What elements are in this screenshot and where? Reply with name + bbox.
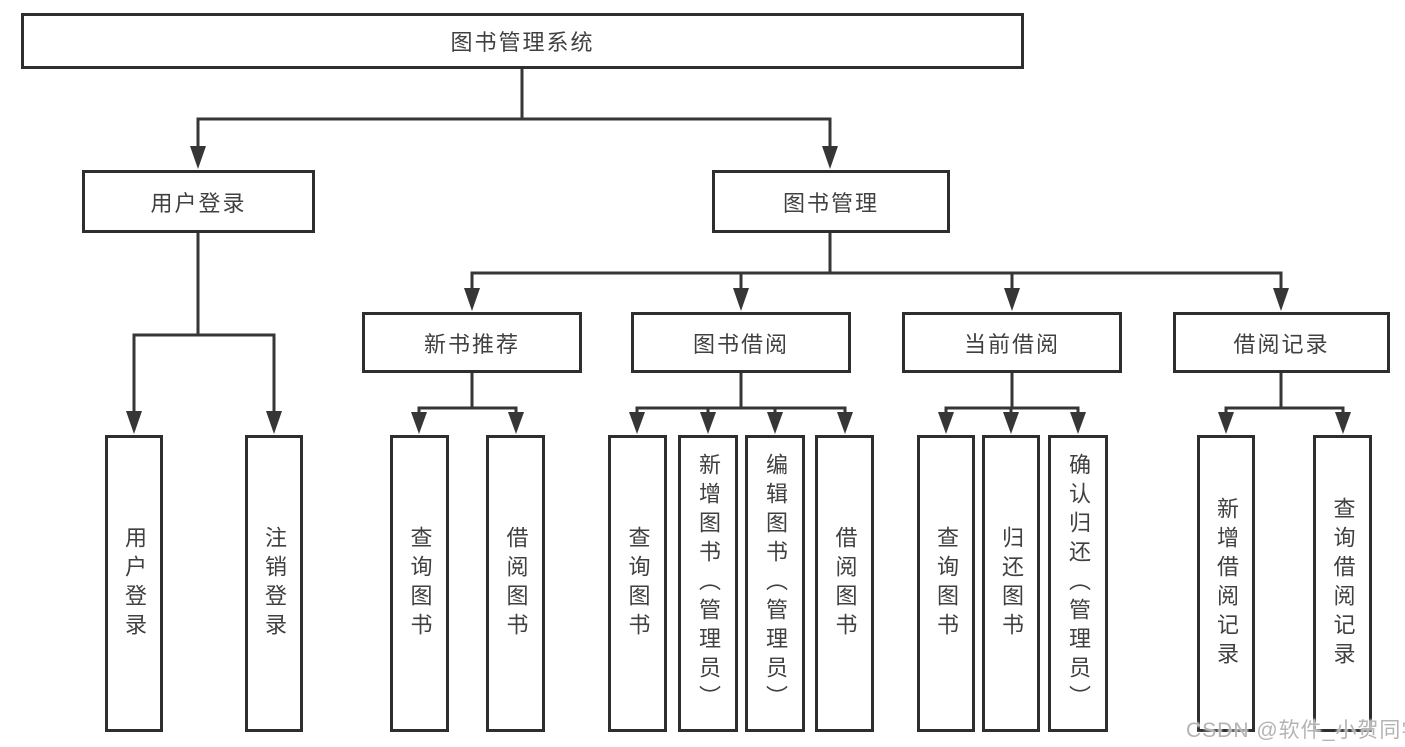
leaf-query-books-borrowing: 查询图书 [608, 435, 667, 732]
node-book-management: 图书管理 [712, 170, 950, 233]
connector-current-borrow-to-children [938, 371, 1086, 434]
connector-book-mgmt-to-level3 [464, 231, 1289, 311]
node-new-book-recommendation: 新书推荐 [362, 312, 582, 373]
leaf-add-borrow-record: 新增借阅记录 [1197, 435, 1255, 732]
leaf-query-books-newbook: 查询图书 [390, 435, 449, 732]
csdn-watermark: CSDN @软件_小贺同学 [1186, 719, 1405, 742]
leaf-add-books-admin: 新增图书（管理员） [678, 435, 738, 732]
leaf-edit-books-admin: 编辑图书（管理员） [745, 435, 805, 732]
leaf-user-login: 用户登录 [105, 435, 163, 732]
node-borrowing-records: 借阅记录 [1173, 312, 1390, 373]
node-user-login: 用户登录 [82, 170, 315, 233]
connector-user-login-to-children [126, 231, 282, 434]
leaf-borrow-books-newbook: 借阅图书 [486, 435, 545, 732]
leaf-query-borrow-record: 查询借阅记录 [1313, 435, 1372, 732]
leaf-borrow-books-borrowing: 借阅图书 [815, 435, 874, 732]
connector-book-borrow-to-children [629, 371, 853, 434]
node-current-borrowing: 当前借阅 [902, 312, 1122, 373]
leaf-query-books-current: 查询图书 [917, 435, 975, 732]
connector-root-to-level2 [190, 67, 838, 169]
leaf-confirm-return-admin: 确认归还（管理员） [1048, 435, 1108, 732]
connector-borrow-record-to-children [1218, 371, 1351, 434]
node-library-management-system: 图书管理系统 [21, 13, 1024, 69]
connector-new-book-to-children [411, 371, 524, 434]
node-book-borrowing: 图书借阅 [631, 312, 851, 373]
leaf-return-books: 归还图书 [982, 435, 1040, 732]
leaf-logout: 注销登录 [245, 435, 303, 732]
